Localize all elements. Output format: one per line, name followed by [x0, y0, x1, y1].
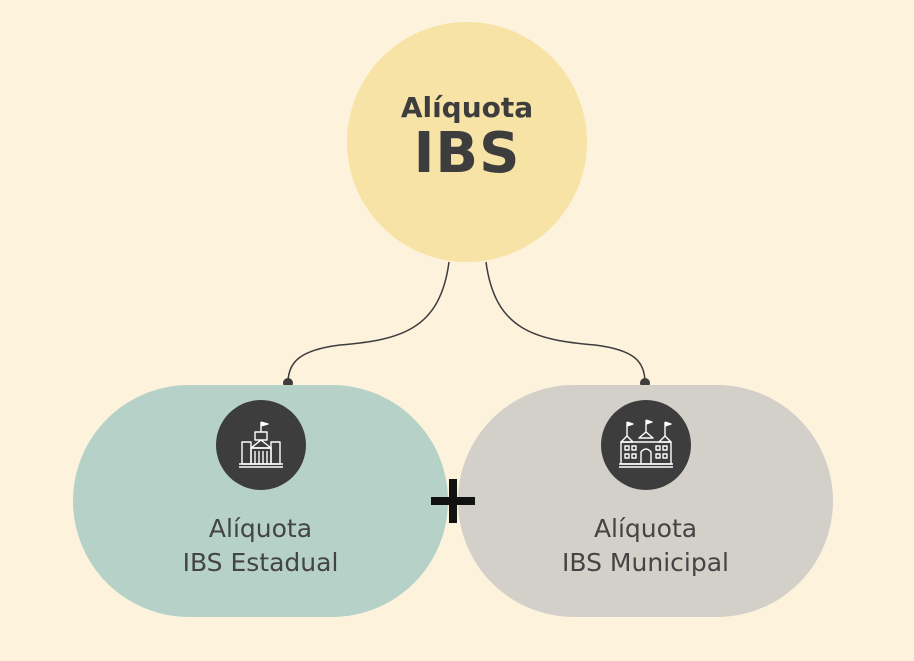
city-hall-icon-badge [600, 400, 691, 490]
city-hall-icon [618, 419, 673, 468]
main-node-sublabel: Alíquota [400, 91, 534, 124]
estadual-label-line1: Alíquota [208, 514, 313, 543]
state-building-icon-badge [215, 400, 306, 490]
ibs-estadual-node: Alíquota IBS Estadual [73, 385, 448, 617]
municipal-label-line1: Alíquota [593, 514, 698, 543]
state-building-icon [238, 421, 283, 468]
ibs-municipal-node: Alíquota IBS Municipal [458, 385, 833, 617]
connector-right [485, 261, 646, 384]
plus-icon [431, 479, 475, 523]
municipal-label-line2: IBS Municipal [562, 548, 729, 577]
connector-left [287, 261, 450, 384]
estadual-label-line2: IBS Estadual [182, 548, 339, 577]
aliquota-ibs-node: Alíquota IBS [347, 22, 587, 262]
main-node-title: IBS [413, 121, 521, 186]
